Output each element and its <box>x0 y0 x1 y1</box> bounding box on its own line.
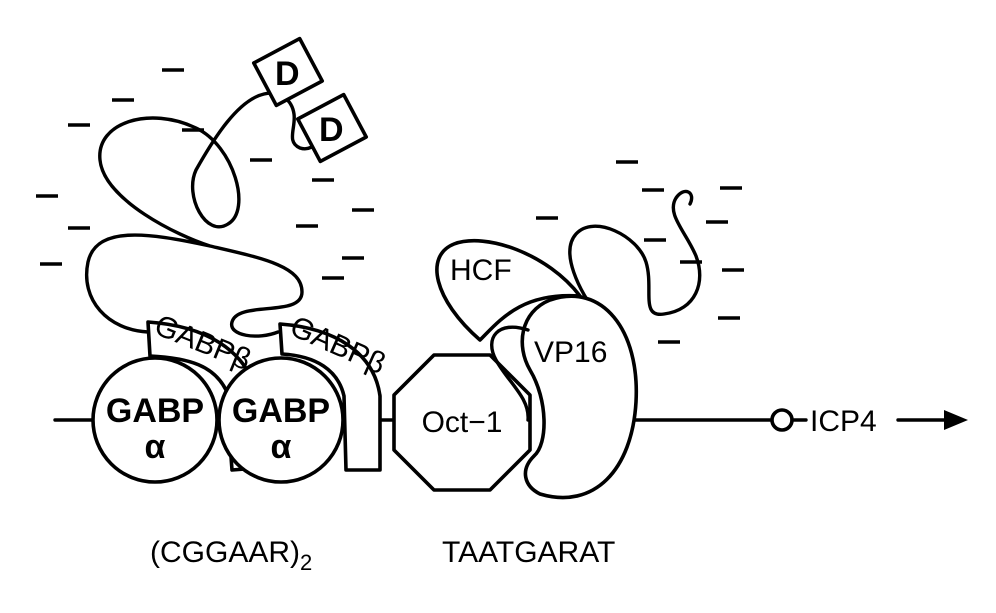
vp16-chain <box>568 189 702 320</box>
gabp-beta-2 <box>278 322 382 472</box>
svg-text:GABP: GABP <box>106 392 204 430</box>
icp4-promoter-circle <box>770 408 794 432</box>
svg-text:D: D <box>275 55 300 93</box>
gabp-beta-chain <box>84 91 326 338</box>
vp16-inner-lip <box>490 325 530 422</box>
svg-text:α: α <box>145 428 166 466</box>
negative-charges <box>36 68 744 344</box>
gabp-site-label: (CGGAAR)2 <box>150 536 312 575</box>
svg-text:VP16: VP16 <box>534 336 607 369</box>
svg-text:α: α <box>271 428 292 466</box>
gabp-alpha-2: GABP α <box>217 356 345 484</box>
oct-site-label: TAATGARAT <box>442 536 615 569</box>
gabp-alpha-1: GABP α <box>91 356 219 484</box>
icp4-label: ICP4 <box>810 405 877 438</box>
d-domain-upper: D <box>251 36 325 108</box>
oct1-octagon: Oct−1 <box>392 353 532 492</box>
hcf-shape: HCF <box>435 239 582 342</box>
vp16-crescent: VP16 <box>490 294 639 500</box>
svg-text:HCF: HCF <box>450 254 512 287</box>
svg-text:GABP: GABP <box>232 392 330 430</box>
svg-text:D: D <box>319 111 344 149</box>
svg-text:Oct−1: Oct−1 <box>422 406 503 439</box>
d-domain-lower: D <box>295 92 369 164</box>
transcription-arrowhead <box>944 410 968 430</box>
